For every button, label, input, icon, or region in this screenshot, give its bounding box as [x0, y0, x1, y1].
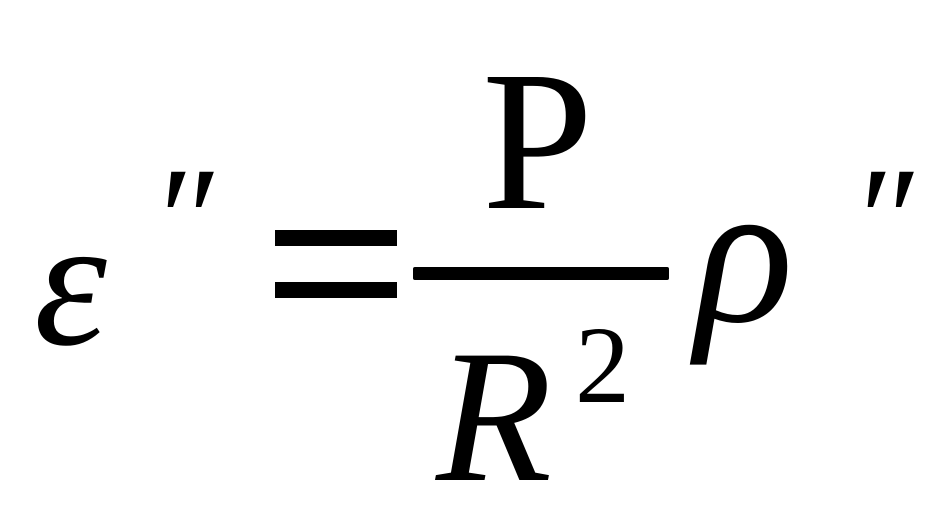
fraction-numerator: P: [482, 31, 594, 252]
equals-sign-bottom-bar: [275, 282, 397, 298]
fraction-denominator-exponent: 2: [575, 304, 630, 426]
fraction-denominator-base: R: [436, 312, 553, 522]
fraction-bar: [413, 267, 669, 280]
rho-double-prime: ″: [850, 137, 913, 303]
epsilon-double-prime: ″: [150, 137, 213, 303]
rho-symbol: ρ: [695, 139, 794, 366]
epsilon-symbol: ε: [34, 180, 107, 385]
equals-sign-top-bar: [275, 230, 397, 246]
